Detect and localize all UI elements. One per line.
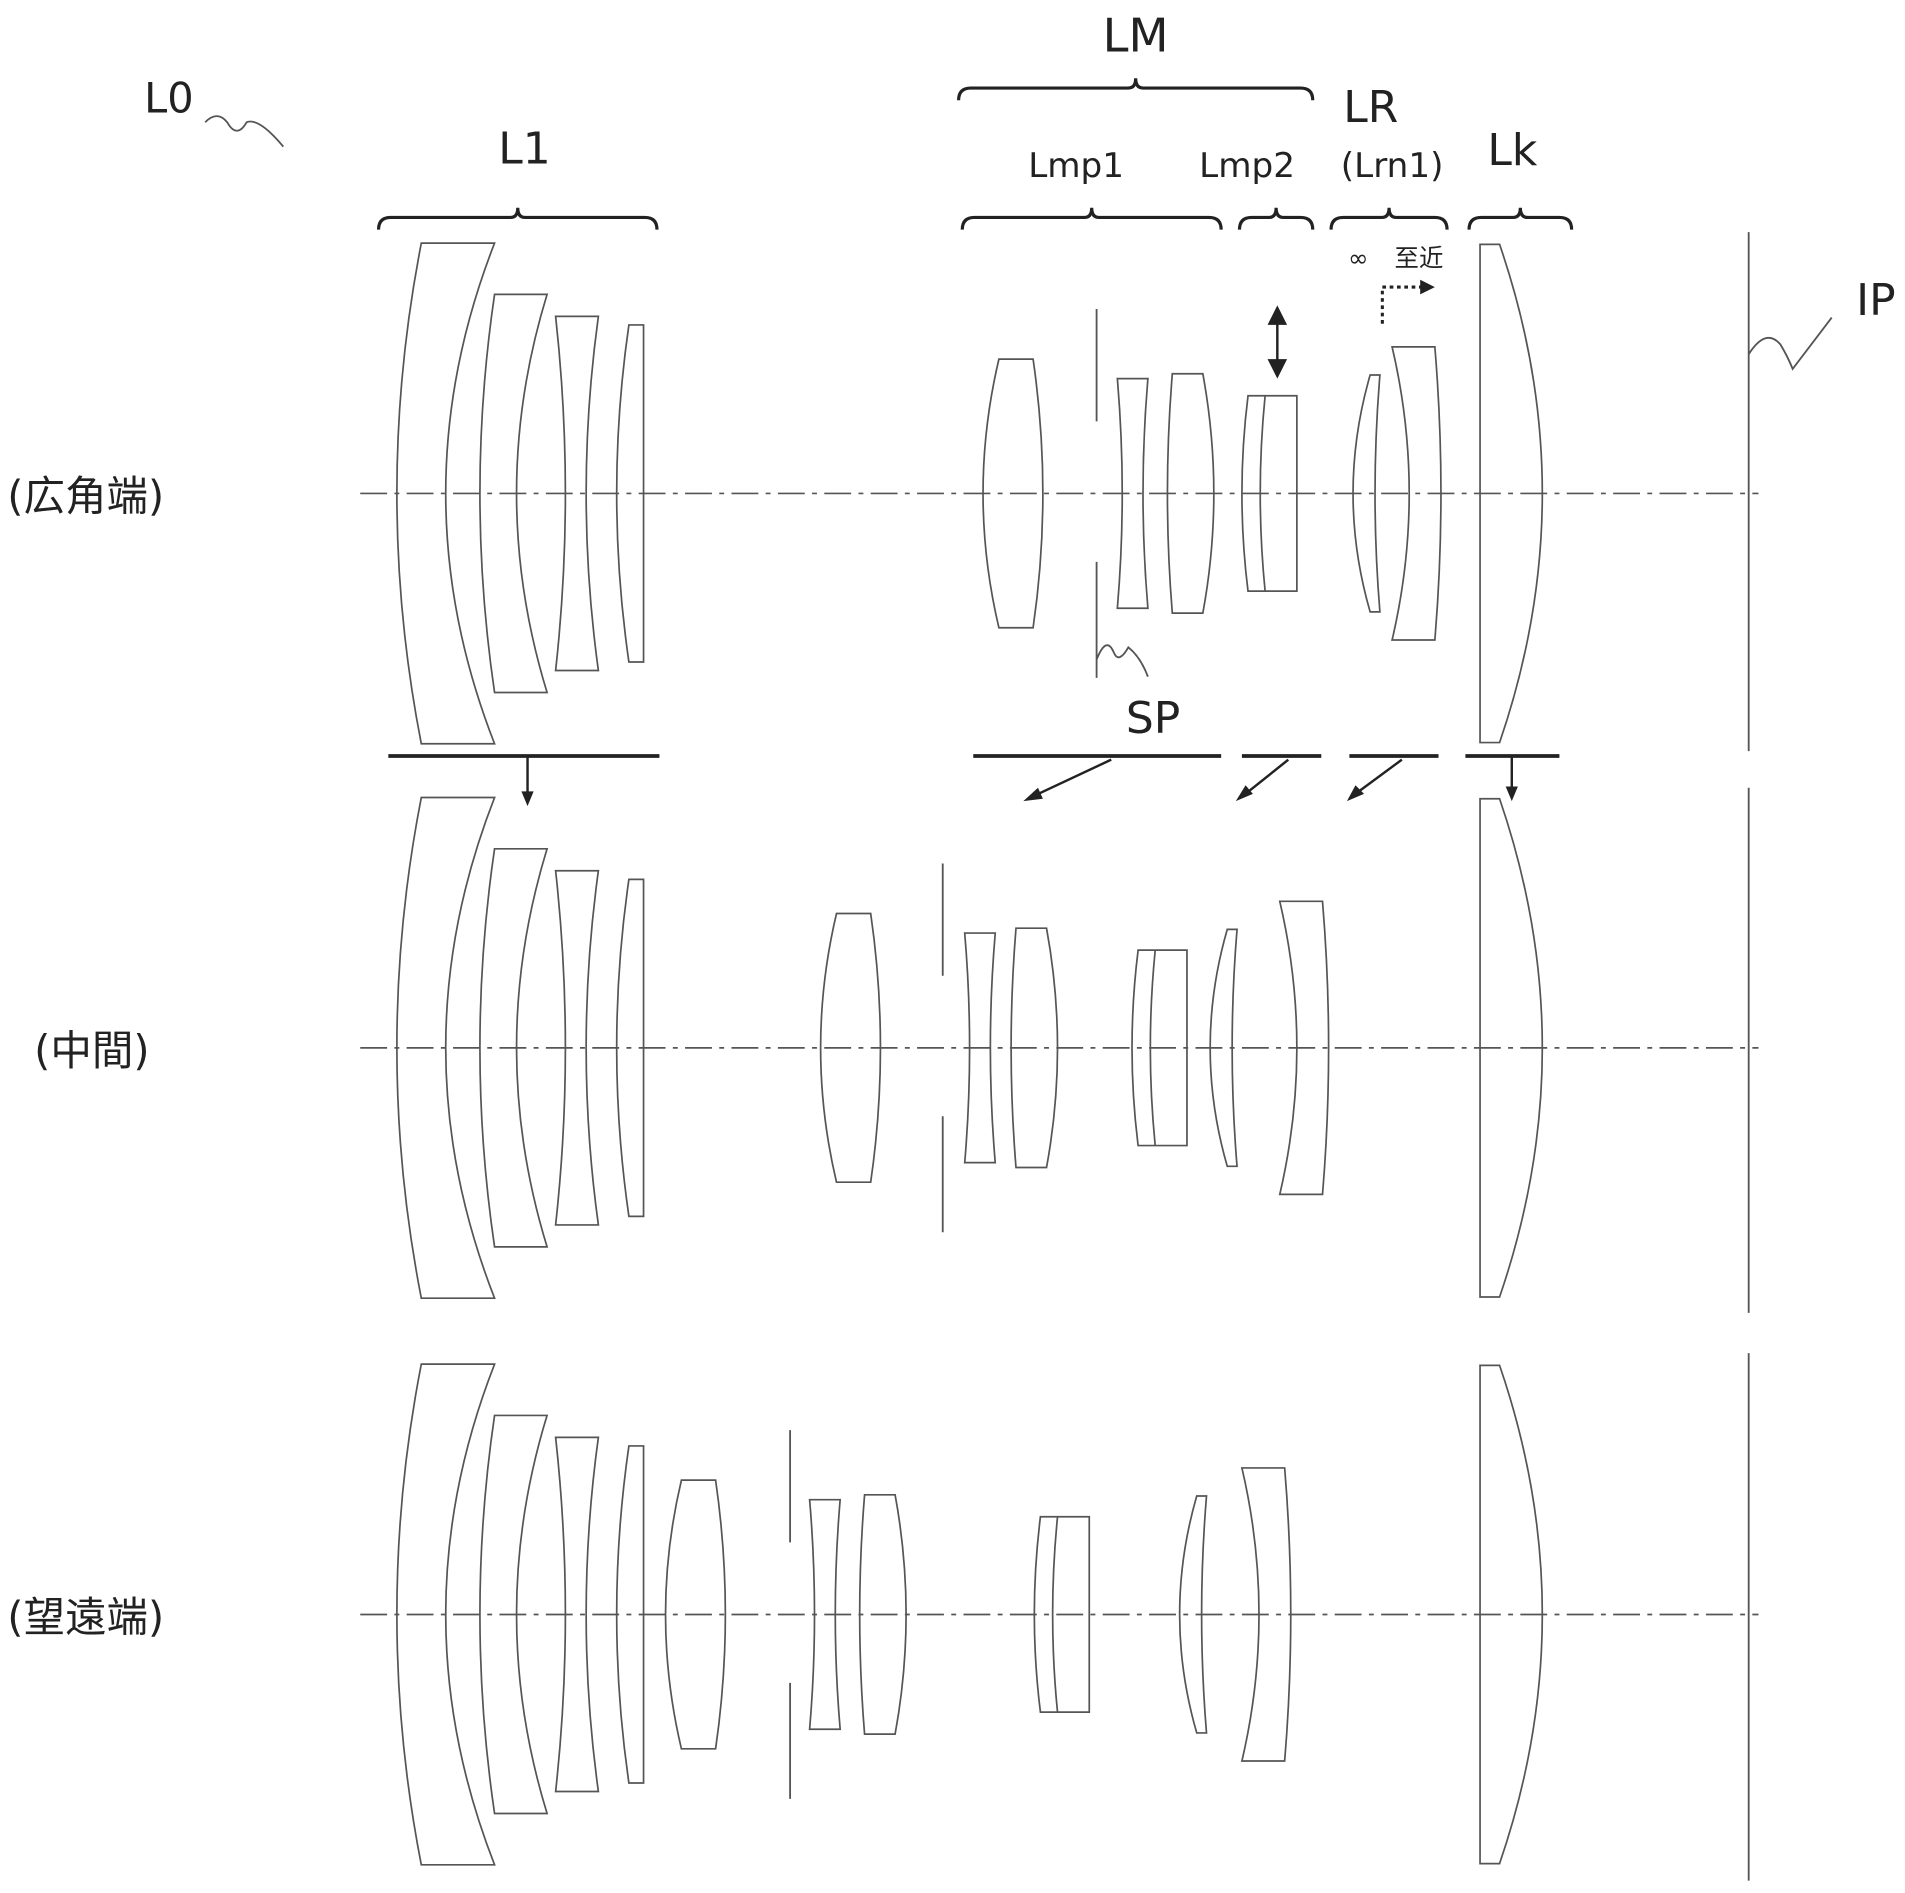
- label-lm: LM: [1103, 8, 1169, 62]
- label-lk: Lk: [1487, 125, 1537, 176]
- leader-sp: [1095, 644, 1149, 677]
- lens-element: [1166, 372, 1215, 614]
- focus-double-arrow: [1267, 305, 1288, 379]
- lens-element: [615, 878, 645, 1218]
- lens-element: [1033, 1515, 1091, 1714]
- cemented-surface: [1051, 1516, 1059, 1713]
- lens-element: [819, 912, 882, 1184]
- label-ip: IP: [1856, 275, 1895, 326]
- label-l0: L0: [144, 73, 194, 122]
- lens-element: [963, 932, 997, 1164]
- label-lr: LR: [1343, 82, 1398, 133]
- label-sp: SP: [1126, 693, 1180, 744]
- cemented-surface: [1149, 950, 1157, 1146]
- row-label-middle: (中間): [34, 1026, 149, 1075]
- lens-element: [396, 796, 496, 1300]
- label-infinity: ∞: [1348, 243, 1368, 272]
- lens-element: [1209, 928, 1238, 1168]
- lens-element: [1116, 377, 1149, 610]
- lens-element: [1240, 1467, 1292, 1762]
- group-brace: [376, 207, 659, 230]
- group-brace: [957, 78, 1315, 101]
- lens-element: [396, 242, 496, 745]
- lens-element: [664, 1479, 727, 1750]
- lens-element: [615, 1445, 645, 1784]
- lens-element: [479, 1414, 549, 1815]
- lens-element: [615, 324, 645, 663]
- lens-element: [858, 1493, 907, 1735]
- lens-element: [1241, 394, 1298, 592]
- label-l1: L1: [498, 124, 550, 175]
- lens-element: [1391, 346, 1442, 641]
- focus-dotted-arrow: [1380, 279, 1435, 324]
- leader-l0: [204, 115, 285, 148]
- zoom-movement-indicators: [388, 754, 1560, 807]
- lens-element: [479, 847, 549, 1248]
- lens-element: [808, 1498, 842, 1731]
- group-brace: [960, 207, 1223, 230]
- lens-element: [1479, 797, 1544, 1298]
- lens-element: [396, 1363, 496, 1866]
- lens-element: [554, 869, 600, 1226]
- label-lmp2: Lmp2: [1199, 146, 1295, 186]
- lens-element: [1352, 374, 1381, 613]
- lens-element: [1178, 1495, 1208, 1734]
- row-label-tele: (望遠端): [7, 1593, 164, 1642]
- leader-ip: [1747, 317, 1833, 371]
- lens-element: [554, 1436, 600, 1793]
- lens-element: [1278, 900, 1330, 1196]
- lens-element: [1479, 1364, 1544, 1865]
- group-brace: [1467, 207, 1574, 230]
- row-label-wide: (広角端): [7, 472, 164, 521]
- label-lmp1: Lmp1: [1028, 146, 1124, 186]
- group-brace: [1329, 207, 1449, 230]
- lens-element: [1131, 949, 1188, 1147]
- lens-element: [1479, 243, 1544, 744]
- label-near: 至近: [1395, 243, 1444, 272]
- cemented-surface: [1259, 395, 1266, 592]
- group-brace: [1237, 207, 1315, 230]
- lens-element: [479, 293, 549, 694]
- lens-element: [982, 358, 1044, 629]
- label-lrn1: (Lrn1): [1341, 146, 1444, 186]
- lens-element: [554, 315, 600, 672]
- lens-element: [1010, 927, 1059, 1169]
